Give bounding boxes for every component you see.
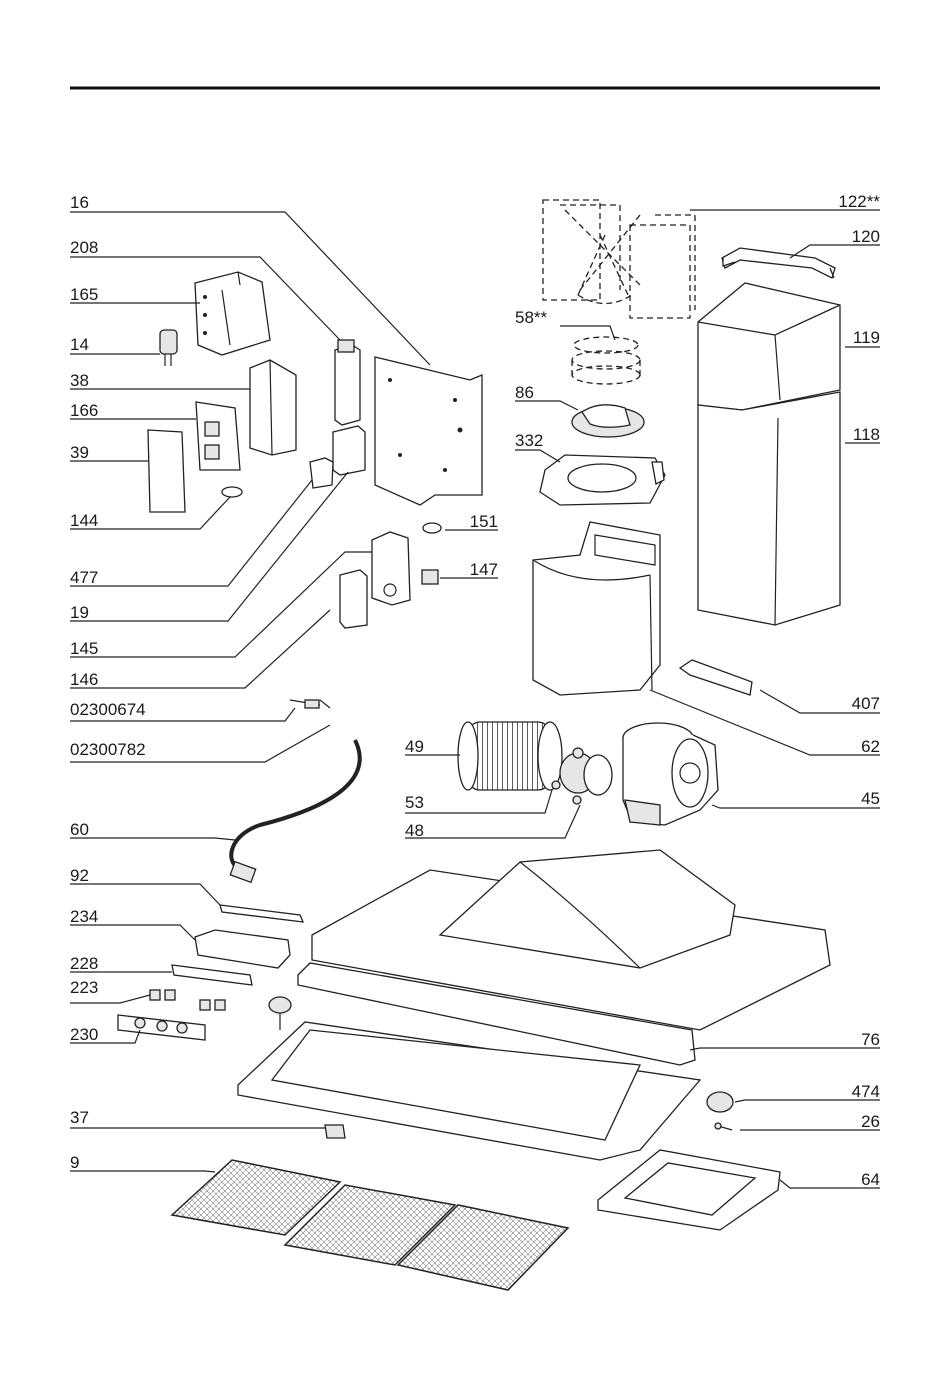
callout-223: 223 — [70, 978, 98, 997]
callout-166: 166 — [70, 401, 98, 420]
lamp-housing-part — [195, 930, 290, 968]
flange-ring-part — [598, 1150, 780, 1230]
callout-332: 332 — [515, 431, 543, 450]
callout-165: 165 — [70, 285, 98, 304]
flange-plate-part — [540, 455, 665, 505]
blower-wheel-part — [458, 722, 562, 790]
callout-145: 145 — [70, 639, 98, 658]
callout-208: 208 — [70, 238, 98, 257]
callout-38: 38 — [70, 371, 89, 390]
callout-146: 146 — [70, 670, 98, 689]
callout-58: 58** — [515, 308, 548, 327]
callout-9: 9 — [70, 1153, 79, 1172]
pcb-part — [196, 402, 240, 470]
control-panel-part — [118, 1015, 205, 1040]
knob-part — [269, 997, 291, 1030]
callout-26: 26 — [861, 1112, 880, 1131]
capacitor-part — [160, 330, 177, 366]
screw-part — [715, 1123, 732, 1130]
callout-16: 16 — [70, 193, 89, 212]
fan-scroll-part — [623, 723, 718, 825]
callout-228: 228 — [70, 954, 98, 973]
upper-chimney-part — [698, 283, 840, 410]
callout-118: 118 — [853, 425, 880, 444]
collar-part — [572, 337, 640, 384]
grease-filters-part — [172, 1160, 568, 1290]
mounting-plate-part — [375, 357, 482, 505]
terminal-block-part — [422, 570, 438, 584]
callout-02300674: 02300674 — [70, 700, 146, 719]
pcb-cover-part — [148, 430, 185, 512]
callout-39: 39 — [70, 443, 89, 462]
control-module-part — [372, 532, 410, 605]
callout-151: 151 — [470, 512, 498, 531]
duct-transition-part — [543, 200, 695, 318]
callout-120: 120 — [852, 227, 880, 246]
bracket-part — [722, 248, 835, 278]
carbon-filter-part — [572, 405, 644, 437]
switches-part — [150, 990, 225, 1010]
knob-right-part — [707, 1092, 733, 1112]
lamp-bar-part — [220, 905, 303, 922]
callout-53: 53 — [405, 793, 424, 812]
callout-119: 119 — [853, 328, 880, 347]
callout-64: 64 — [861, 1170, 880, 1189]
callout-86: 86 — [515, 383, 534, 402]
power-cord-part — [230, 740, 359, 882]
motor-housing-part — [533, 522, 660, 695]
callout-49: 49 — [405, 737, 424, 756]
connector-part — [290, 700, 330, 708]
callout-92: 92 — [70, 866, 89, 885]
callout-02300782: 02300782 — [70, 740, 146, 759]
callout-407: 407 — [852, 694, 880, 713]
callout-14: 14 — [70, 335, 89, 354]
callout-234: 234 — [70, 907, 98, 926]
capacitor-strip-part — [335, 340, 360, 425]
switch-board-part — [172, 965, 252, 985]
callout-37: 37 — [70, 1108, 89, 1127]
callout-60: 60 — [70, 820, 89, 839]
switch-block-part — [333, 426, 365, 475]
callout-122: 122** — [838, 192, 880, 211]
grommet-part — [222, 487, 242, 497]
callout-474: 474 — [852, 1082, 880, 1101]
grommet-small-part — [423, 523, 441, 533]
lower-chimney-part — [698, 392, 840, 625]
module-cover-part — [340, 570, 367, 628]
clip-part — [325, 1125, 345, 1138]
callout-19: 19 — [70, 603, 89, 622]
callout-230: 230 — [70, 1025, 98, 1044]
callout-76: 76 — [861, 1030, 880, 1049]
callout-477: 477 — [70, 568, 98, 587]
rail-part — [680, 660, 752, 695]
electronics-box-part — [250, 360, 296, 455]
callout-62: 62 — [861, 737, 880, 756]
small-cover-part — [310, 458, 333, 488]
callout-147: 147 — [470, 560, 498, 579]
callout-48: 48 — [405, 821, 424, 840]
callout-45: 45 — [861, 789, 880, 808]
callout-144: 144 — [70, 511, 98, 530]
relay-bracket-part — [195, 272, 270, 355]
